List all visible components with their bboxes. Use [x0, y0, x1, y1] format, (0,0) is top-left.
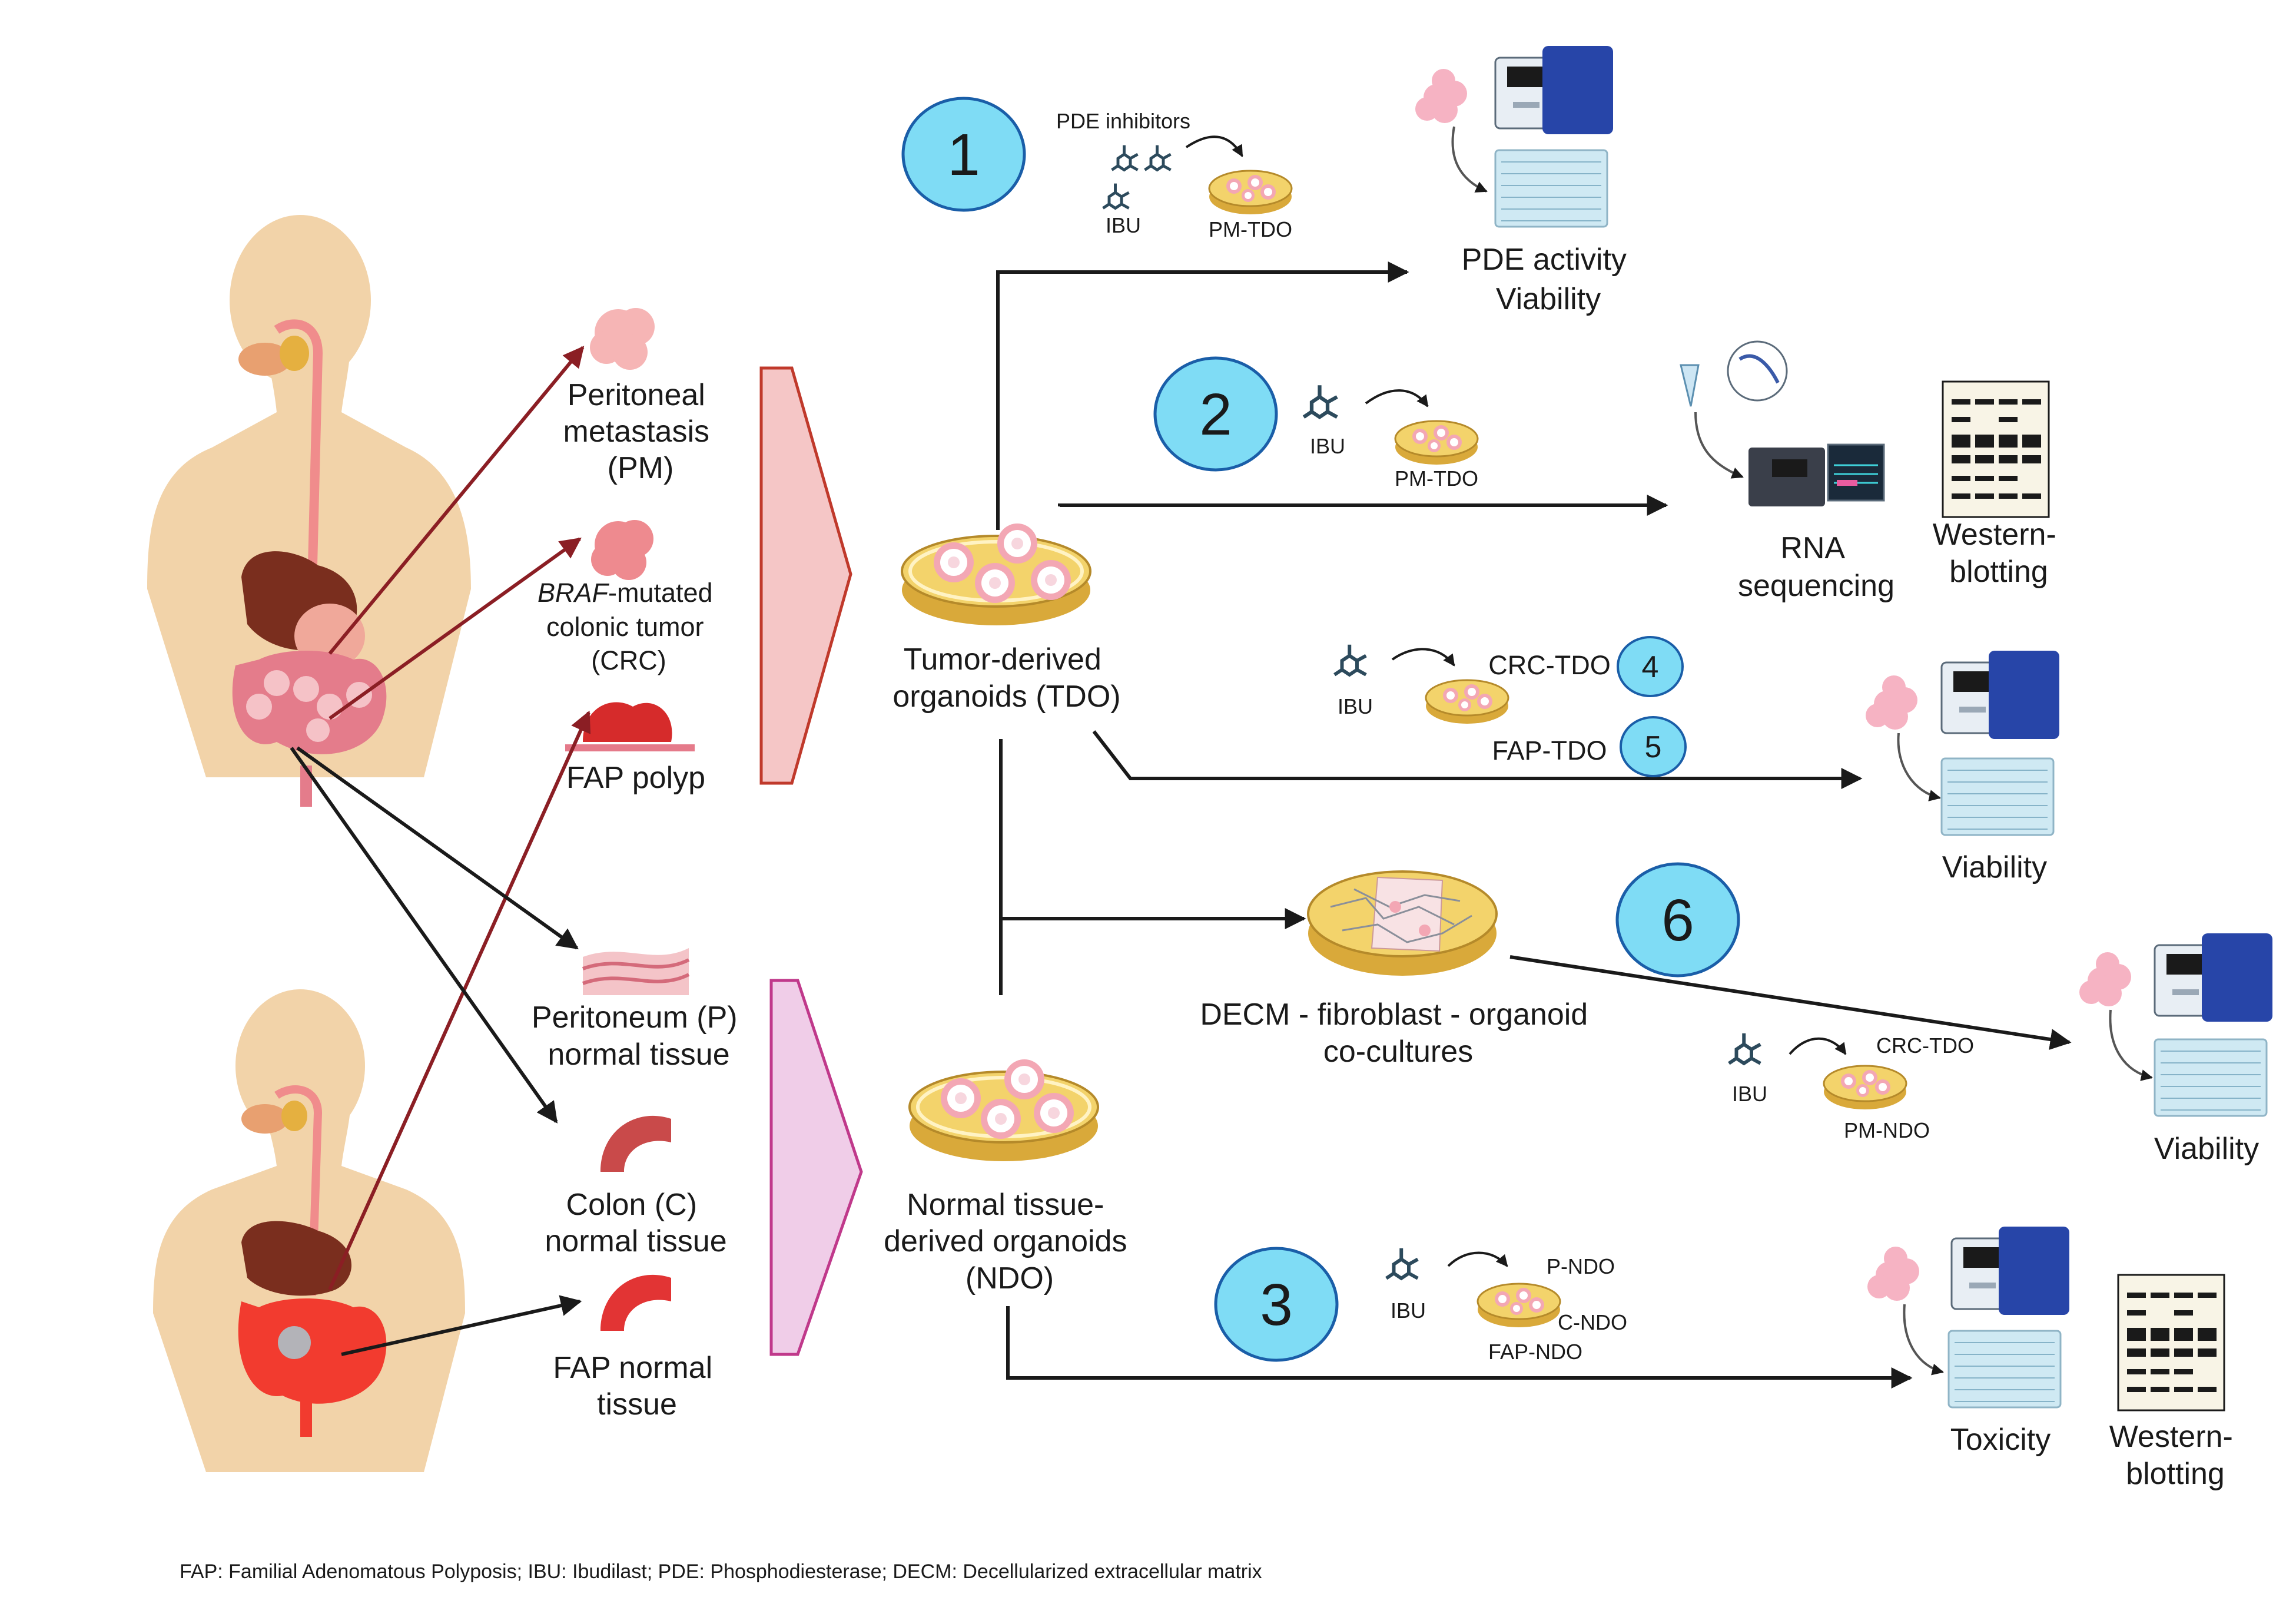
step-2-badge: 2	[1153, 356, 1278, 472]
svg-text:5: 5	[1645, 730, 1662, 764]
step6-dish-icon	[1823, 1065, 1907, 1111]
step3-cellball-icon	[1867, 1247, 1919, 1301]
step1-curve-arrow	[1185, 135, 1243, 157]
step3-ibu-molecule-icon	[1386, 1248, 1418, 1278]
pm-tissue-icon	[590, 308, 655, 370]
step3-toxicity-outcome: Toxicity	[1950, 1423, 2051, 1457]
step45-small-arrow	[1897, 733, 1941, 801]
step6-curve-arrow	[1789, 1037, 1847, 1055]
svg-text:1: 1	[947, 122, 980, 188]
step2-small-arrow	[1694, 412, 1744, 479]
step45-fap-label: FAP-TDO	[1492, 735, 1607, 766]
pm-label: Peritoneal metastasis (PM)	[563, 378, 718, 485]
step3-dish-icon	[1477, 1283, 1561, 1328]
ndo-dish-icon	[910, 1059, 1098, 1161]
step-4-badge: 4	[1617, 636, 1684, 697]
step45-plate-reader-icon	[1940, 650, 2061, 740]
step1-ibu-label: IBU	[1106, 213, 1141, 237]
step45-curve-arrow	[1391, 648, 1455, 667]
step-3-badge: 3	[1214, 1247, 1339, 1362]
step2-sequencer-icon	[1748, 443, 1885, 506]
step45-ibu-label: IBU	[1338, 694, 1373, 718]
step3-c-ndo-label: C-NDO	[1558, 1310, 1627, 1334]
step1-pde-inhibitors-label: PDE inhibitors	[1056, 109, 1190, 133]
step45-crc-label: CRC-TDO	[1488, 650, 1610, 680]
step3-plate-reader-icon	[1950, 1225, 2071, 1316]
svg-text:4: 4	[1642, 650, 1659, 684]
step-5-badge: 5	[1620, 716, 1687, 777]
step6-pm-label: PM-NDO	[1844, 1118, 1930, 1142]
crc-tumor-icon	[591, 520, 653, 580]
step1-outcome: PDE activity Viability	[1462, 243, 1635, 316]
step3-western-blot-icon	[2117, 1274, 2225, 1411]
step6-cellball-icon	[2079, 952, 2131, 1006]
body-figure-upper	[147, 215, 471, 807]
colon-tissue-icon	[600, 1115, 671, 1172]
step6-plate-reader-icon	[2154, 932, 2274, 1023]
step6-well-plate-icon	[2154, 1038, 2268, 1117]
crc-label: BRAF-mutated colonic tumor (CRC)	[537, 578, 720, 675]
fap-polyp-icon	[565, 702, 695, 751]
step3-wb-outcome: Western- blotting	[2109, 1420, 2241, 1491]
decm-caption: DECM - fibroblast - organoid co-cultures	[1200, 998, 1596, 1069]
step1-small-arrow	[1451, 126, 1488, 193]
ndo-label: Normal tissue- derived organoids (NDO)	[884, 1188, 1136, 1295]
fap-normal-label: FAP normal tissue	[553, 1351, 721, 1422]
legend-footnote: FAP: Familial Adenomatous Polyposis; IBU…	[180, 1560, 1262, 1583]
step3-small-arrow	[1903, 1304, 1944, 1376]
peritoneum-tissue-icon	[582, 948, 690, 995]
step6-outcome: Viability	[2154, 1132, 2259, 1166]
step2-ibu-label: IBU	[1310, 434, 1345, 458]
body-figure-lower	[153, 989, 465, 1472]
step-6-badge: 6	[1615, 862, 1740, 978]
step45-cellball-icon	[1866, 675, 1917, 730]
step2-ibu-molecule-icon	[1304, 385, 1338, 417]
step2-tube-icon	[1680, 340, 1788, 407]
fap-normal-tissue-icon	[600, 1274, 671, 1331]
body-to-tissue-arrows	[290, 346, 591, 1356]
svg-text:6: 6	[1661, 887, 1694, 953]
step45-outcome: Viability	[1942, 850, 2047, 884]
svg-text:3: 3	[1260, 1272, 1293, 1338]
step2-western-blot-icon	[1942, 380, 2050, 518]
step2-wb-outcome: Western- blotting	[1933, 518, 2065, 589]
peritoneum-label: Peritoneum (P) normal tissue	[532, 1000, 746, 1072]
decm-dish-icon	[1307, 870, 1498, 976]
step6-ibu-label: IBU	[1732, 1082, 1767, 1106]
ndo-funnel	[769, 979, 863, 1356]
tdo-funnel	[759, 366, 852, 785]
step45-well-plate-icon	[1940, 757, 2055, 836]
step2-dish-label: PM-TDO	[1395, 466, 1478, 491]
fap-polyp-label: FAP polyp	[566, 761, 705, 795]
step6-crc-label: CRC-TDO	[1876, 1033, 1974, 1058]
step3-well-plate-icon	[1947, 1330, 2062, 1409]
step1-dish-label: PM-TDO	[1209, 217, 1292, 241]
step45-dish-icon	[1425, 679, 1509, 725]
tdo-label: Tumor-derived organoids (TDO)	[892, 642, 1120, 714]
step45-ibu-molecule-icon	[1335, 645, 1366, 675]
step1-plate-reader-icon	[1494, 45, 1614, 135]
pde-inhibitor-molecule-icon	[1112, 145, 1171, 170]
step3-fap-ndo-label: FAP-NDO	[1488, 1340, 1582, 1364]
step6-small-arrow	[2109, 1009, 2153, 1081]
step1-cellball-icon	[1415, 69, 1467, 123]
colon-label: Colon (C) normal tissue	[545, 1188, 726, 1258]
step1-well-plate-icon	[1494, 149, 1608, 228]
ibu-molecule-icon	[1103, 184, 1129, 208]
flow-arrows	[996, 261, 2072, 1389]
tdo-dish-icon	[902, 523, 1090, 625]
step2-rna-outcome: RNA sequencing	[1738, 531, 1894, 603]
svg-text:2: 2	[1199, 382, 1232, 448]
step3-ibu-label: IBU	[1391, 1298, 1426, 1323]
step2-curve-arrow	[1365, 389, 1429, 407]
step3-curve-arrow	[1447, 1251, 1508, 1267]
step6-ibu-molecule-icon	[1729, 1033, 1761, 1063]
step3-p-ndo-label: P-NDO	[1547, 1254, 1615, 1278]
step-1-badge: 1	[901, 97, 1026, 212]
step2-dish-icon	[1394, 420, 1479, 466]
step1-dish-icon	[1208, 170, 1293, 216]
